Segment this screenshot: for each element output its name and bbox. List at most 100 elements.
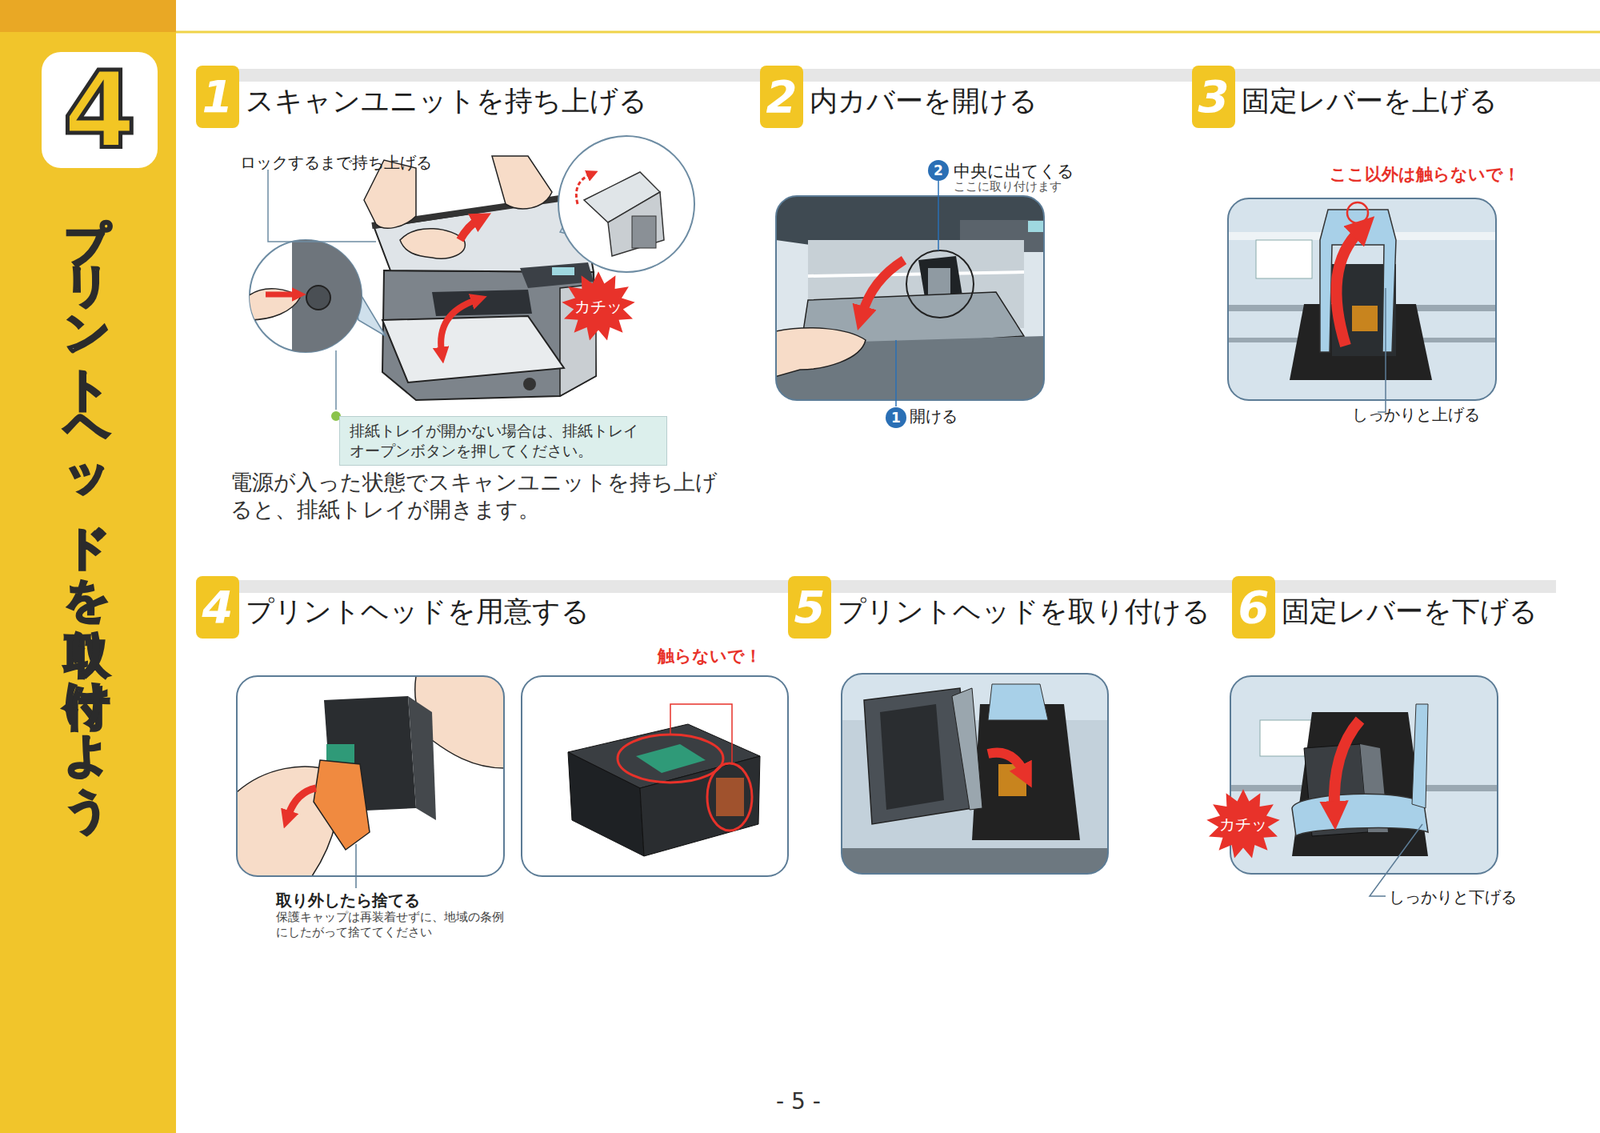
annotation-label: しっかりと上げる [1352, 404, 1480, 426]
step1-illustration [552, 267, 575, 276]
annotation-label: 取り外したら捨てる [276, 889, 420, 912]
step-number-badge: 2 [760, 65, 804, 128]
page-number: - 5 - [776, 1088, 821, 1115]
step2-illustration [776, 196, 1044, 400]
shape-text: 2 [933, 164, 944, 178]
step1-illustration [558, 136, 695, 272]
step-number-badge: 4 [196, 576, 240, 639]
step4-illustration [617, 734, 724, 783]
shape-text: 4 [202, 584, 234, 630]
step1-illustration [268, 169, 376, 242]
step1-illustration [576, 172, 664, 256]
step2-illustration [928, 268, 951, 296]
step3-illustration [1320, 209, 1396, 352]
step6-illustration [1334, 720, 1360, 810]
step-title: プリントヘッドを用意する [245, 589, 590, 628]
annotation-label: ここに取り付けます [953, 179, 1062, 195]
step5-illustration [952, 688, 983, 810]
step5-illustration [880, 704, 944, 810]
step2-illustration [895, 340, 897, 407]
step1-illustration [382, 270, 596, 400]
shape-text: 4 [63, 57, 137, 164]
step1-illustration [432, 289, 532, 316]
step4-illustration [408, 696, 436, 820]
starburst-shape [561, 271, 635, 340]
starburst-shape [1206, 788, 1280, 858]
step-title: 固定レバーを下げる [1281, 589, 1538, 628]
step5-illustration [988, 684, 1048, 720]
step4-illustration [521, 676, 788, 876]
step1-illustration [265, 292, 296, 298]
step2-illustration [776, 196, 1044, 400]
header-band [196, 68, 1600, 593]
step1-illustration [248, 288, 300, 320]
annotation-label: ロックするまで持ち上げる [240, 152, 432, 174]
step3-illustration [1228, 198, 1496, 400]
step4-illustration [716, 777, 744, 816]
step4-illustration [568, 752, 644, 856]
step6-illustration [1230, 676, 1498, 874]
click-starburst: カチッ [1204, 788, 1282, 860]
annotation-label: ここ以外は触らないで！ [1329, 163, 1520, 186]
step3-illustration [1228, 198, 1496, 400]
step1-illustration [460, 220, 479, 240]
step3-illustration [1377, 288, 1386, 412]
step-heading: プリントヘッドを用意する 4 [196, 576, 644, 640]
step2-illustration [808, 272, 1024, 276]
step2-illustration [1028, 220, 1044, 232]
step5-illustration [841, 673, 1108, 874]
step-number-badge: 5 [788, 576, 832, 639]
step4-illustration [236, 676, 788, 888]
step4-illustration [313, 760, 370, 850]
step1-illustration [248, 236, 364, 356]
step3-illustration [1228, 198, 1496, 412]
step1-illustration [523, 377, 536, 391]
step6-illustration [1230, 676, 1498, 896]
step-title: 固定レバーを上げる [1241, 79, 1498, 117]
step3-illustration [1336, 230, 1360, 346]
step3-illustration [1352, 305, 1378, 332]
step3-illustration [1256, 240, 1312, 279]
chapter-title: プリントヘッドを取り付けよう [49, 182, 127, 847]
step4-illustration [640, 756, 760, 856]
step6-illustration [1412, 704, 1428, 808]
step-number-badge: 6 [1232, 576, 1276, 639]
shape-text: 1 [891, 411, 901, 425]
step2-illustration [906, 250, 974, 318]
step2-illustration [772, 180, 1044, 407]
click-starburst: カチッ [560, 270, 637, 343]
shape-text: 2 [766, 74, 798, 120]
step4-illustration [670, 704, 732, 764]
shape-text: カチッ [1219, 816, 1268, 832]
step4-illustration [707, 763, 752, 831]
step5-illustration [841, 673, 1108, 874]
step5-illustration [841, 848, 1108, 874]
annotation-label: 触らないで！ [657, 644, 762, 668]
step2-illustration [776, 196, 1044, 400]
step-title: 内カバーを開ける [809, 79, 1038, 117]
step4-illustration [236, 676, 504, 876]
step4-illustration [236, 676, 504, 876]
step-heading: 内カバーを開ける 2 [760, 65, 1112, 130]
step3-illustration [1347, 202, 1368, 224]
step2-illustration [862, 260, 904, 314]
step-number-badge: 1 [196, 65, 240, 128]
step-heading: 固定レバーを下げる6 [1232, 576, 1584, 640]
chapter-number-badge: 4 [41, 52, 158, 168]
step1-illustration [440, 300, 476, 352]
step6-illustration [1230, 676, 1498, 874]
step-number-badge: 3 [1192, 65, 1236, 128]
step4-illustration [521, 676, 788, 876]
shape-text: 3 [1198, 74, 1230, 120]
step5-illustration [972, 704, 1080, 840]
annotation-label: 中央に出てくる [953, 160, 1075, 183]
step1-illustration [382, 316, 564, 383]
note-box: 排紙トレイが開かない場合は、排紙トレイ オープンボタンを押してください。 [339, 416, 668, 466]
annotation-label: しっかりと下げる [1388, 886, 1517, 908]
step4-illustration [355, 844, 357, 888]
annotation-label: 電源が入った状態でスキャンユニットを持ち上げると、排紙トレイが開きます。 [230, 468, 735, 524]
step1-illustration [400, 228, 465, 259]
step-title: プリントヘッドを取り付ける [837, 589, 1211, 628]
